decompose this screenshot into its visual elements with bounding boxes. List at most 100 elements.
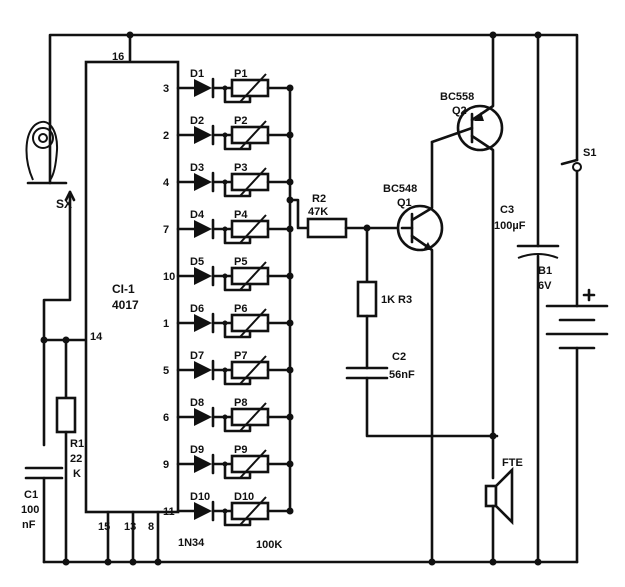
ic-4017: 16 14 CI-1 4017 15 13 8 <box>84 51 180 564</box>
diode-label: D5 <box>190 256 204 268</box>
ic-name: CI-1 <box>112 282 135 296</box>
sensor-sx: SX <box>25 120 76 447</box>
pot-label: D10 <box>234 491 254 503</box>
diode-symbol <box>194 314 212 332</box>
pot-label: P8 <box>234 397 247 409</box>
r1-value1: 22 <box>70 453 82 465</box>
c2-name: C2 <box>392 351 406 363</box>
diode-symbol <box>194 126 212 144</box>
r2-name: R2 <box>312 193 326 205</box>
ic-pin-8: 8 <box>148 521 154 533</box>
ic-output-pin: 6 <box>163 412 169 424</box>
ic-pin-13: 13 <box>124 521 136 533</box>
speaker-label: FTE <box>502 457 523 469</box>
r2-value: 47K <box>308 206 328 218</box>
pot-label: P4 <box>234 209 248 221</box>
diode-label: D7 <box>190 350 204 362</box>
ic-output-pin: 11 <box>163 506 175 518</box>
r3-value: 1K <box>381 294 395 306</box>
diode-label: D9 <box>190 444 204 456</box>
c3-capacitor: C3 100µF <box>494 33 560 564</box>
diode-symbol <box>194 361 212 379</box>
channel-row: 9 D9 P9 <box>163 444 294 480</box>
q1-transistor: BC548 Q1 <box>383 140 444 564</box>
pot-body <box>230 219 270 239</box>
pot-body <box>230 78 270 98</box>
channel-row: 11 D10 D10 <box>163 491 294 527</box>
pot-label: P1 <box>234 68 247 80</box>
pot-label: P5 <box>234 256 247 268</box>
ic-pin-16: 16 <box>112 51 124 63</box>
ic-output-pin: 9 <box>163 459 169 471</box>
pot-body <box>230 313 270 333</box>
b1-name: B1 <box>538 265 552 277</box>
q1-name: Q1 <box>397 197 412 209</box>
c3-name: C3 <box>500 204 514 216</box>
q2-type: BC558 <box>440 91 474 103</box>
pot-body <box>230 125 270 145</box>
diode-label: D2 <box>190 115 204 127</box>
pot-body <box>230 172 270 192</box>
r1-c1-network: R1 22 K C1 100 nF <box>21 338 88 564</box>
pot-label: P9 <box>234 444 247 456</box>
diode-symbol <box>194 173 212 191</box>
c1-value1: 100 <box>21 504 39 516</box>
b1-value: 6V <box>538 280 552 292</box>
channel-row: 1 D6 P6 <box>163 303 294 339</box>
diode-symbol <box>194 455 212 473</box>
c1-value2: nF <box>22 519 36 531</box>
speaker-fte: FTE <box>484 457 523 564</box>
channel-row: 10 D5 P5 <box>163 256 294 292</box>
diode-label: D10 <box>190 491 210 503</box>
channel-row: 3 D1 P1 <box>163 68 294 104</box>
diode-symbol <box>194 220 212 238</box>
r1-name: R1 <box>70 438 84 450</box>
r1-value2: K <box>73 468 81 480</box>
diode-type-label: 1N34 <box>178 537 205 549</box>
switch-battery: S1 + B1 6V <box>538 147 609 564</box>
ic-pin-14: 14 <box>90 331 103 343</box>
ic-output-pin: 4 <box>163 177 170 189</box>
pot-value-label: 100K <box>256 539 282 551</box>
output-bus: 1N34 100K <box>178 86 310 551</box>
ic-output-pin: 10 <box>163 271 175 283</box>
ic-part: 4017 <box>112 298 139 312</box>
diode-label: D1 <box>190 68 204 80</box>
q2-name: Q2 <box>452 105 467 117</box>
pot-label: P3 <box>234 162 247 174</box>
ic-output-pin: 7 <box>163 224 169 236</box>
q1-type: BC548 <box>383 183 417 195</box>
q2-transistor: BC558 Q2 <box>430 33 504 480</box>
channel-row: 4 D3 P3 <box>163 162 294 198</box>
diode-label: D3 <box>190 162 204 174</box>
pot-body <box>230 360 270 380</box>
ic-output-pin: 5 <box>163 365 169 377</box>
c3-value: 100µF <box>494 220 526 232</box>
r2-resistor: R2 47K <box>306 193 404 239</box>
c1-name: C1 <box>24 489 38 501</box>
diode-symbol <box>194 79 212 97</box>
sensor-label: SX <box>56 197 72 211</box>
diode-label: D4 <box>190 209 205 221</box>
c2-value: 56nF <box>389 369 415 381</box>
diode-label: D6 <box>190 303 204 315</box>
ic-output-pin: 1 <box>163 318 169 330</box>
pot-body <box>230 266 270 286</box>
ic-pin-15: 15 <box>98 521 110 533</box>
channel-row: 7 D4 P4 <box>163 209 294 245</box>
r3-c2-network: 1K R3 C2 56nF <box>345 226 499 438</box>
diode-symbol <box>194 408 212 426</box>
diode-label: D8 <box>190 397 204 409</box>
ic-output-pin: 2 <box>163 130 169 142</box>
pot-body <box>230 454 270 474</box>
channel-row: 6 D8 P8 <box>163 397 294 433</box>
channel-row: 2 D2 P2 <box>163 115 294 151</box>
ic-output-pin: 3 <box>163 83 169 95</box>
pot-label: P6 <box>234 303 247 315</box>
pot-label: P2 <box>234 115 247 127</box>
diode-symbol <box>194 267 212 285</box>
pot-body <box>230 501 270 521</box>
